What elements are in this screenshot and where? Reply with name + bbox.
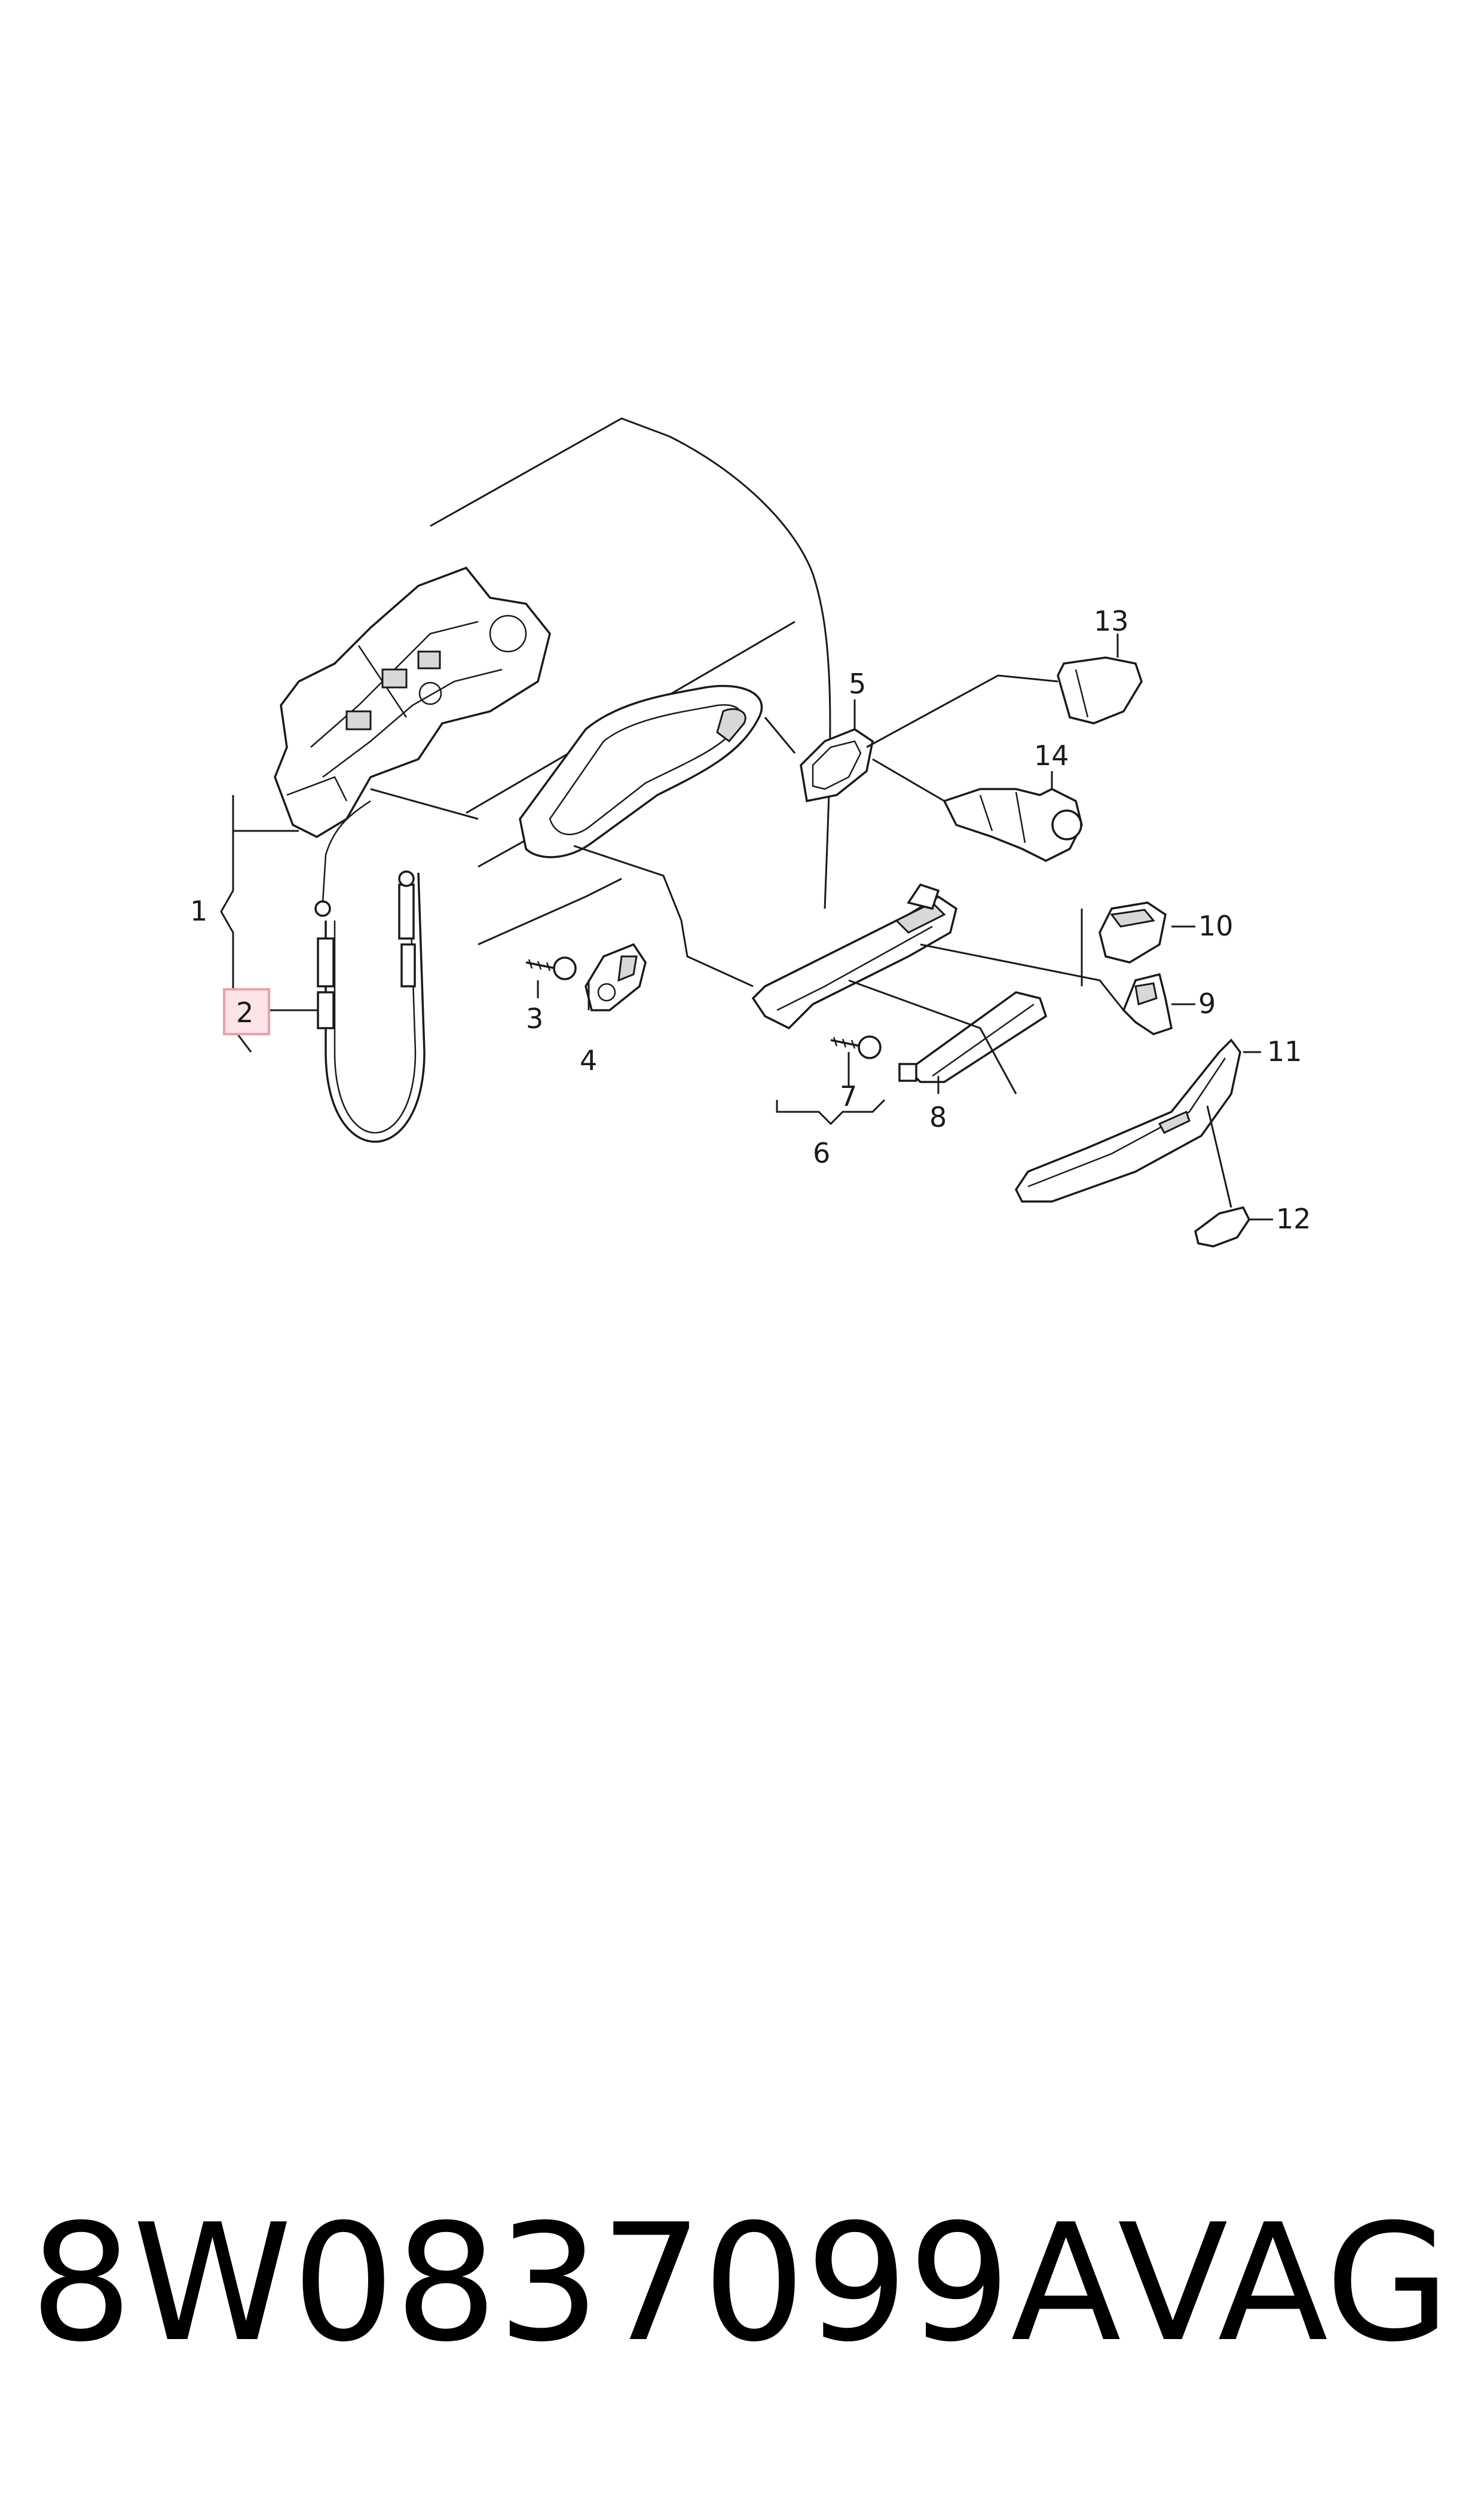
footer: 8W0837099A VAG [0,2188,1484,2379]
brand-name: VAG [1118,2189,1451,2377]
part-number: 8W0837099A [30,2189,1121,2377]
handle-part-11 [1014,1038,1241,1203]
callout-9: 9 [1198,988,1216,1020]
lock-cylinder-part-14 [943,788,1083,862]
exploded-parts-diagram: 1 2 3 4 5 6 7 8 9 10 11 12 13 14 [190,417,1311,1248]
screw-part-3 [525,956,577,980]
callout-8: 8 [929,1101,947,1133]
callout-4: 4 [580,1044,597,1077]
leader-lines [220,634,1273,1221]
insert-bar-part-8 [898,991,1048,1083]
cap-part-4 [585,943,647,1011]
handle-bracket-part-6 [751,883,957,1030]
screw-part-7 [830,1035,882,1059]
callout-1: 1 [190,895,207,927]
clip-part-12 [1194,1206,1251,1248]
clip-part-9 [1122,973,1173,1035]
callout-14: 14 [1034,739,1069,772]
callout-2-highlight [223,988,270,1035]
gasket-part-5 [800,728,874,803]
callout-12: 12 [1276,1203,1311,1235]
lock-mechanism-part-1 [274,566,551,838]
handle-recess [519,684,763,858]
callout-7: 7 [840,1080,857,1112]
callout-13: 13 [1094,605,1129,637]
callout-2: 2 [236,996,253,1029]
cover-part-10 [1099,901,1167,964]
callout-10: 10 [1198,910,1234,942]
callout-11: 11 [1267,1035,1302,1068]
callout-3: 3 [526,1002,543,1035]
lock-cap-part-13 [1057,656,1143,724]
bowden-cables-part-2 [314,800,426,1143]
callout-5: 5 [849,668,866,700]
callout-6: 6 [813,1137,830,1169]
